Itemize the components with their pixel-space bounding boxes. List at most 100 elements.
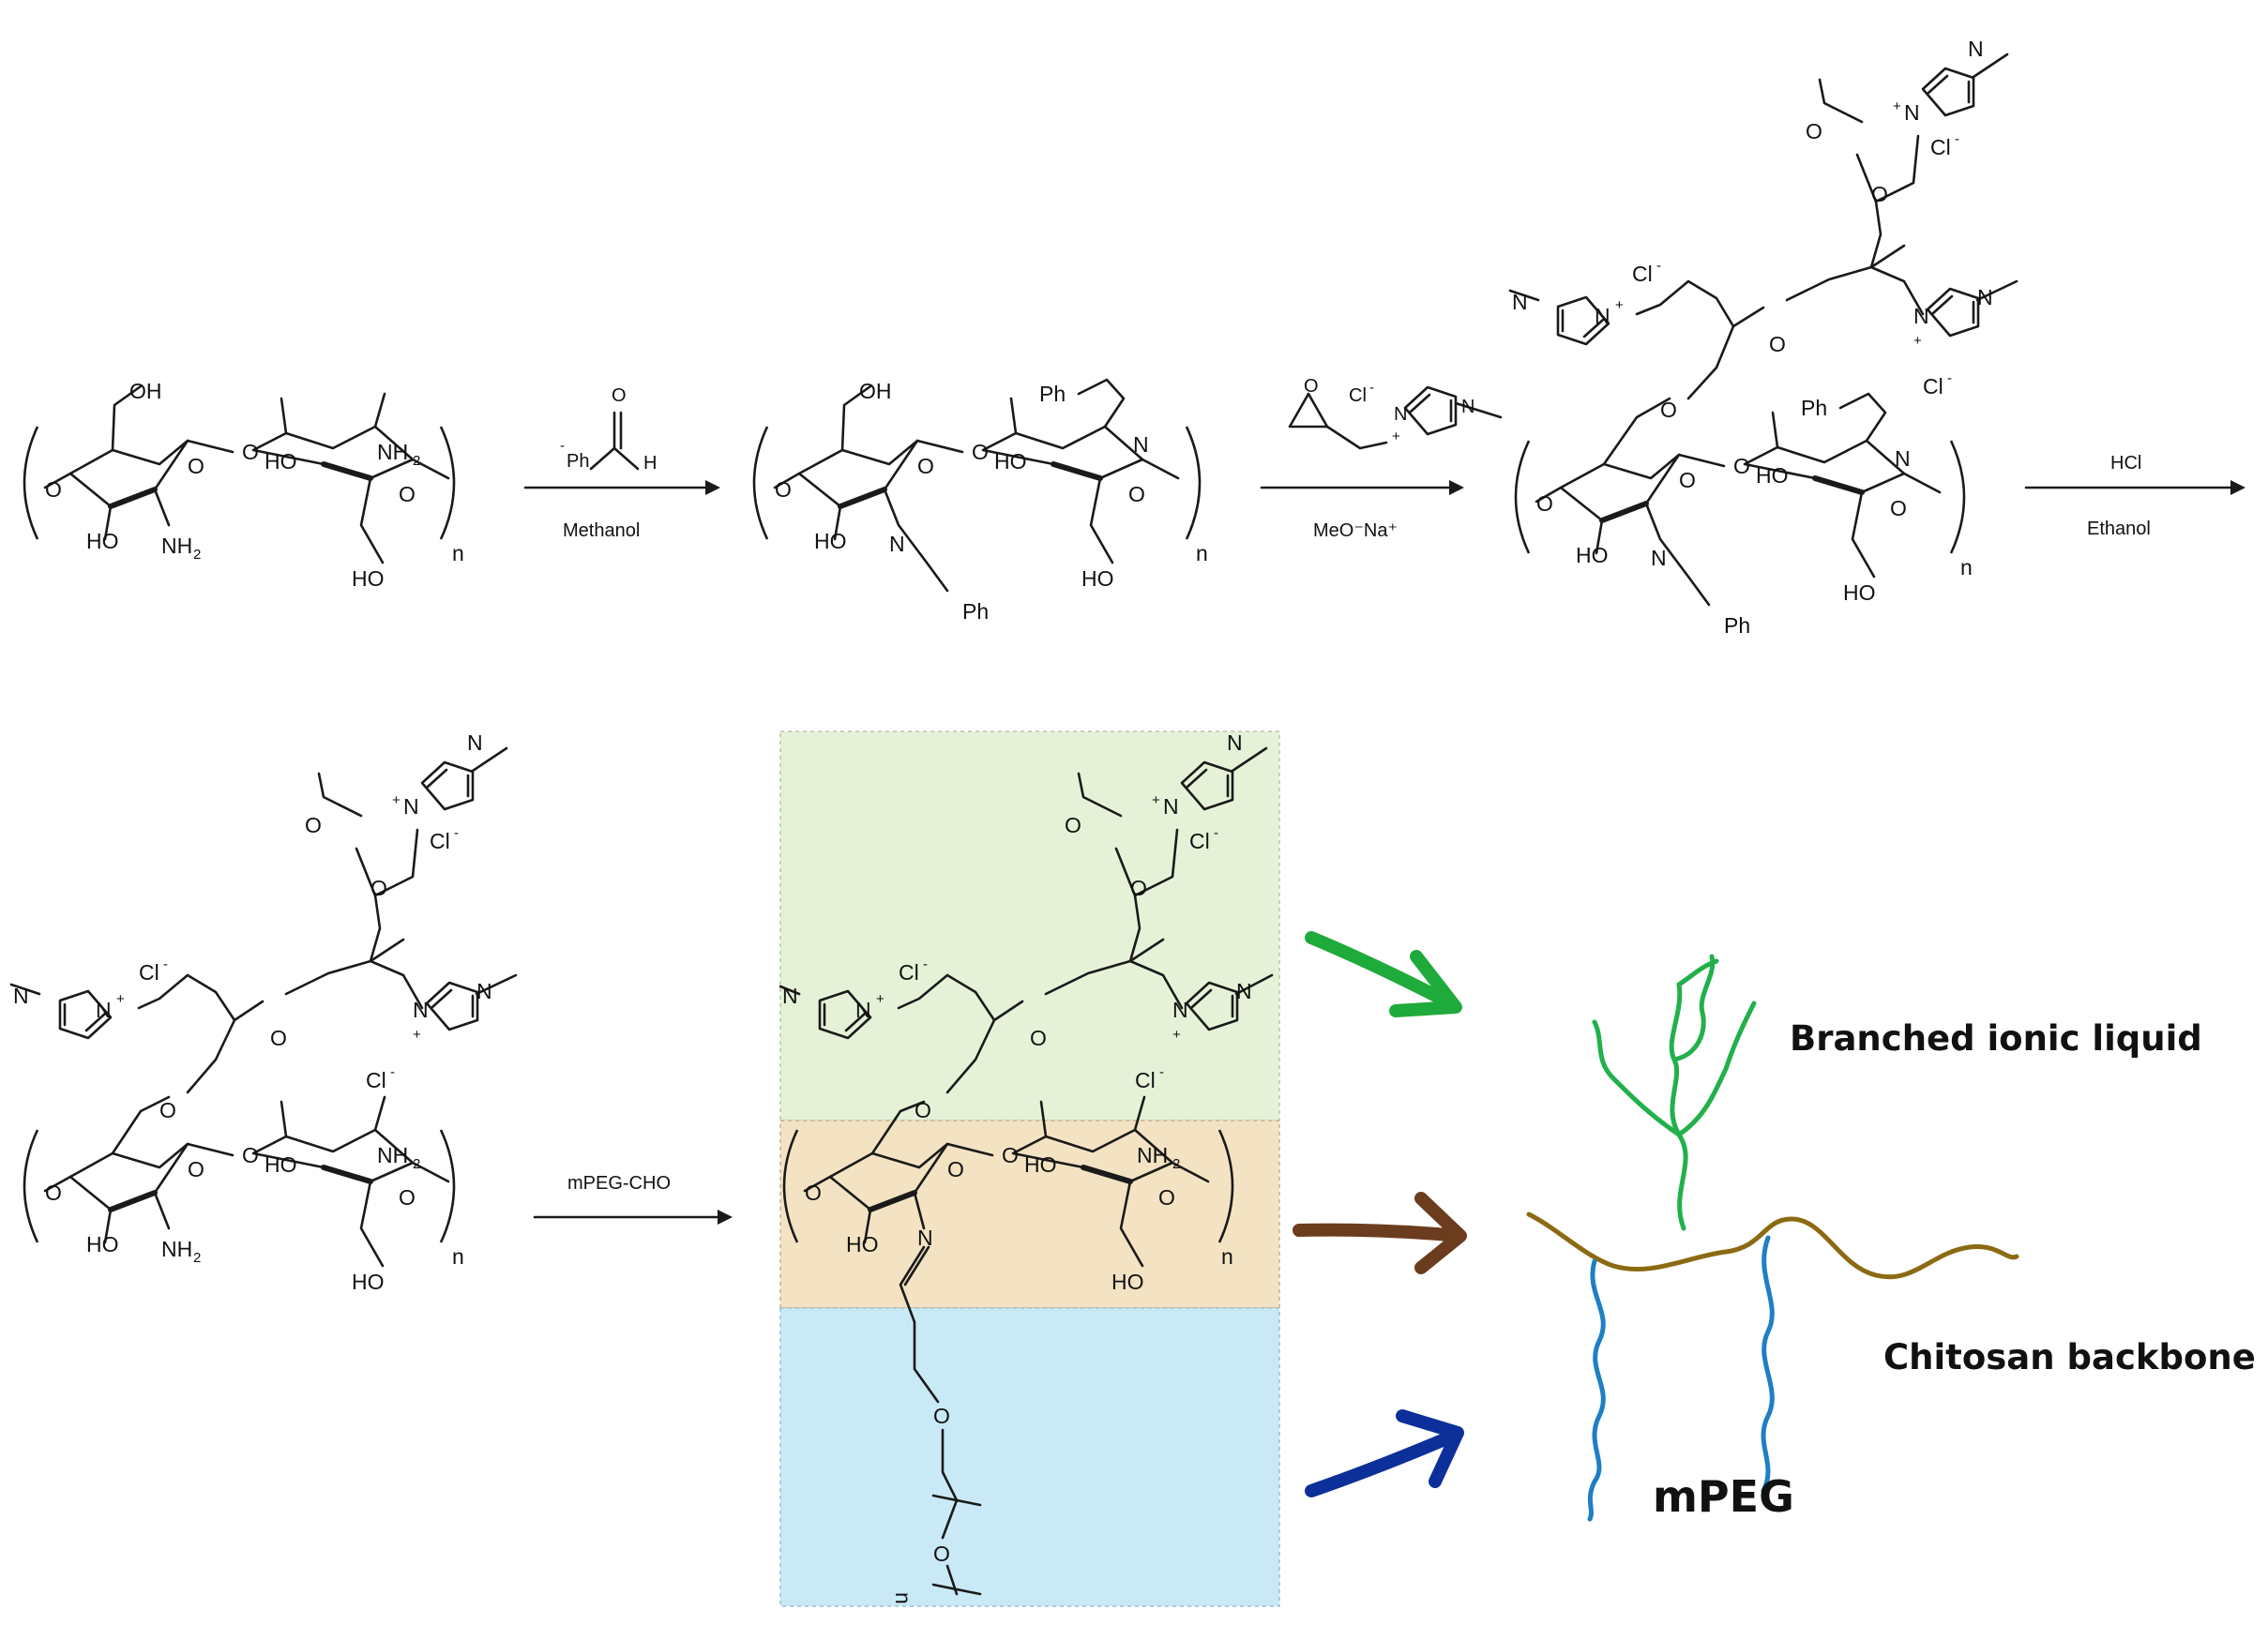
step3-solvent: Ethanol [2087,519,2151,539]
hydroxyl-label: HO [1843,580,1876,605]
phenyl-label: Ph [962,599,989,624]
polymer-schematic: Branched ionic liquid Chitosan backbone … [1526,954,2256,1522]
chitosan-backbone-chain [1526,1211,2019,1280]
ether-oxygen-label: O [159,1098,176,1122]
hydroxyl-label: OH [859,379,892,403]
plus-sign-label: + [876,991,885,1007]
minus-sign-label: - [1656,258,1661,274]
plus-sign-label: + [1913,333,1922,349]
step1-condition: Methanol [563,520,640,541]
minus-sign-label: - [1159,1064,1164,1080]
imine-n-label: N [1133,432,1149,457]
glycosidic-oxygen-label: O [1002,1143,1019,1167]
oxygen-label: O [45,1181,62,1205]
mpeg-grafted-chitosan-structure: N N + Cl - O N + N Cl - O O N + N Cl - O… [779,730,1274,1604]
imidazolium-n-label: N [1172,998,1188,1022]
hydroxyl-label: HO [1024,1152,1057,1177]
imidazolium-n-label: N [413,998,429,1022]
imidazolium-n-label: N [1913,304,1929,328]
oxygen-label: O [1536,491,1553,516]
mpeg-arrow [1305,1428,1462,1497]
minus-sign-label: - [923,956,928,972]
ring-oxygen-label: O [947,1157,964,1181]
reaction-arrow-2: O Cl - N + N MeO⁻Na⁺ [1260,376,1503,541]
plus-sign-label: + [1152,792,1160,808]
chloride-label: Cl [899,960,919,985]
subscript-label: 2 [413,453,420,469]
imidazolium-n-label: N [1163,794,1179,819]
ring-oxygen-label: O [399,1185,416,1210]
backbone-arrow [1293,1223,1465,1242]
peg-oxygen-label: O [933,1542,950,1566]
peg-oxygen-label: O [933,1404,950,1428]
chloride-label: Cl [1349,385,1367,406]
hydroxyl-label: HO [1576,543,1609,567]
chloride-label: Cl [139,960,159,985]
step2-condition: MeO⁻Na⁺ [1313,520,1398,541]
hydroxyl-label: HO [86,1232,119,1256]
plus-sign-label: + [413,1027,421,1043]
ether-oxygen-label: O [1660,398,1677,422]
minus-sign-label: - [163,956,168,972]
chloride-label: Cl [1923,374,1943,399]
ether-oxygen-label: O [915,1098,931,1122]
plus-sign-label: + [392,792,401,808]
ether-oxygen-label: O [1871,182,1888,206]
minus-sign-label: - [560,438,565,454]
glycosidic-oxygen-label: O [972,440,989,464]
hydroxyl-label: HO [1081,566,1114,591]
repeat-unit-label: n [452,541,464,565]
phenyl-label: Ph [567,451,589,472]
imine-n-label: N [1895,446,1911,471]
oxygen-label: O [805,1181,822,1205]
imidazolium-n-label: N [1904,100,1920,125]
oxygen-label: O [45,477,62,502]
ring-oxygen-label: O [917,454,934,478]
ionic-liquid-arrow [1305,931,1460,1012]
imidazolium-n-label: N [467,730,483,755]
methoxy-oxygen-label: O [1806,119,1822,143]
chloride-label: Cl [430,829,450,853]
reaction-arrow-3: HCl Ethanol [2024,453,2245,539]
plus-sign-label: + [1615,297,1624,313]
hydroxyl-label: OH [129,379,162,403]
ionic-liquid-panel [779,730,1280,1121]
imidazolium-n-label: N [1227,730,1243,755]
minus-sign-label: - [1947,370,1952,386]
mpeg-label: mPEG [1653,1471,1794,1522]
subscript-label: 2 [193,547,201,563]
imidazolium-n-label: N [855,998,871,1022]
hydroxyl-label: HO [265,1152,297,1177]
plus-sign-label: + [1172,1027,1181,1043]
minus-sign-label: - [1955,131,1959,147]
hydroxyl-label: HO [1111,1270,1144,1294]
glycosidic-oxygen-label: O [242,1143,259,1167]
hydroxyl-label: HO [846,1232,879,1256]
aldehyde-h-label: H [643,453,657,474]
imidazolium-n-label: N [1595,304,1610,328]
amine-label: NH [161,1237,192,1261]
ether-oxygen-label: O [270,1026,287,1050]
imidazolium-n-label: N [782,984,798,1008]
repeat-unit-label: n [1196,541,1208,565]
repeat-unit-label: n [891,1592,915,1604]
amine-label: NH [377,1143,408,1167]
branched-ionic-liquid-label: Branched ionic liquid [1790,1018,2202,1059]
subscript-label: 2 [1172,1156,1180,1172]
glycosidic-oxygen-label: O [242,440,259,464]
imidazolium-n-label: N [13,984,29,1008]
hydroxyl-label: HO [994,449,1027,474]
amine-label: NH [161,534,192,558]
ring-oxygen-label: O [188,454,204,478]
chitosan-structure: OH O O O HO NH 2 HO NH 2 O HO n [23,379,464,591]
imidazolium-n-label: N [96,998,112,1022]
ring-oxygen-label: O [1158,1185,1175,1210]
phenyl-label: Ph [1039,382,1066,406]
mpeg-chain [1587,1258,1606,1522]
ring-oxygen-label: O [1890,496,1907,520]
hydroxyl-label: HO [352,1270,385,1294]
schiff-base-structure: OH O O O HO N Ph HO Ph N O HO n [752,378,1208,624]
imidazolium-n-label: N [1512,290,1528,314]
ring-oxygen-label: O [1679,468,1696,492]
